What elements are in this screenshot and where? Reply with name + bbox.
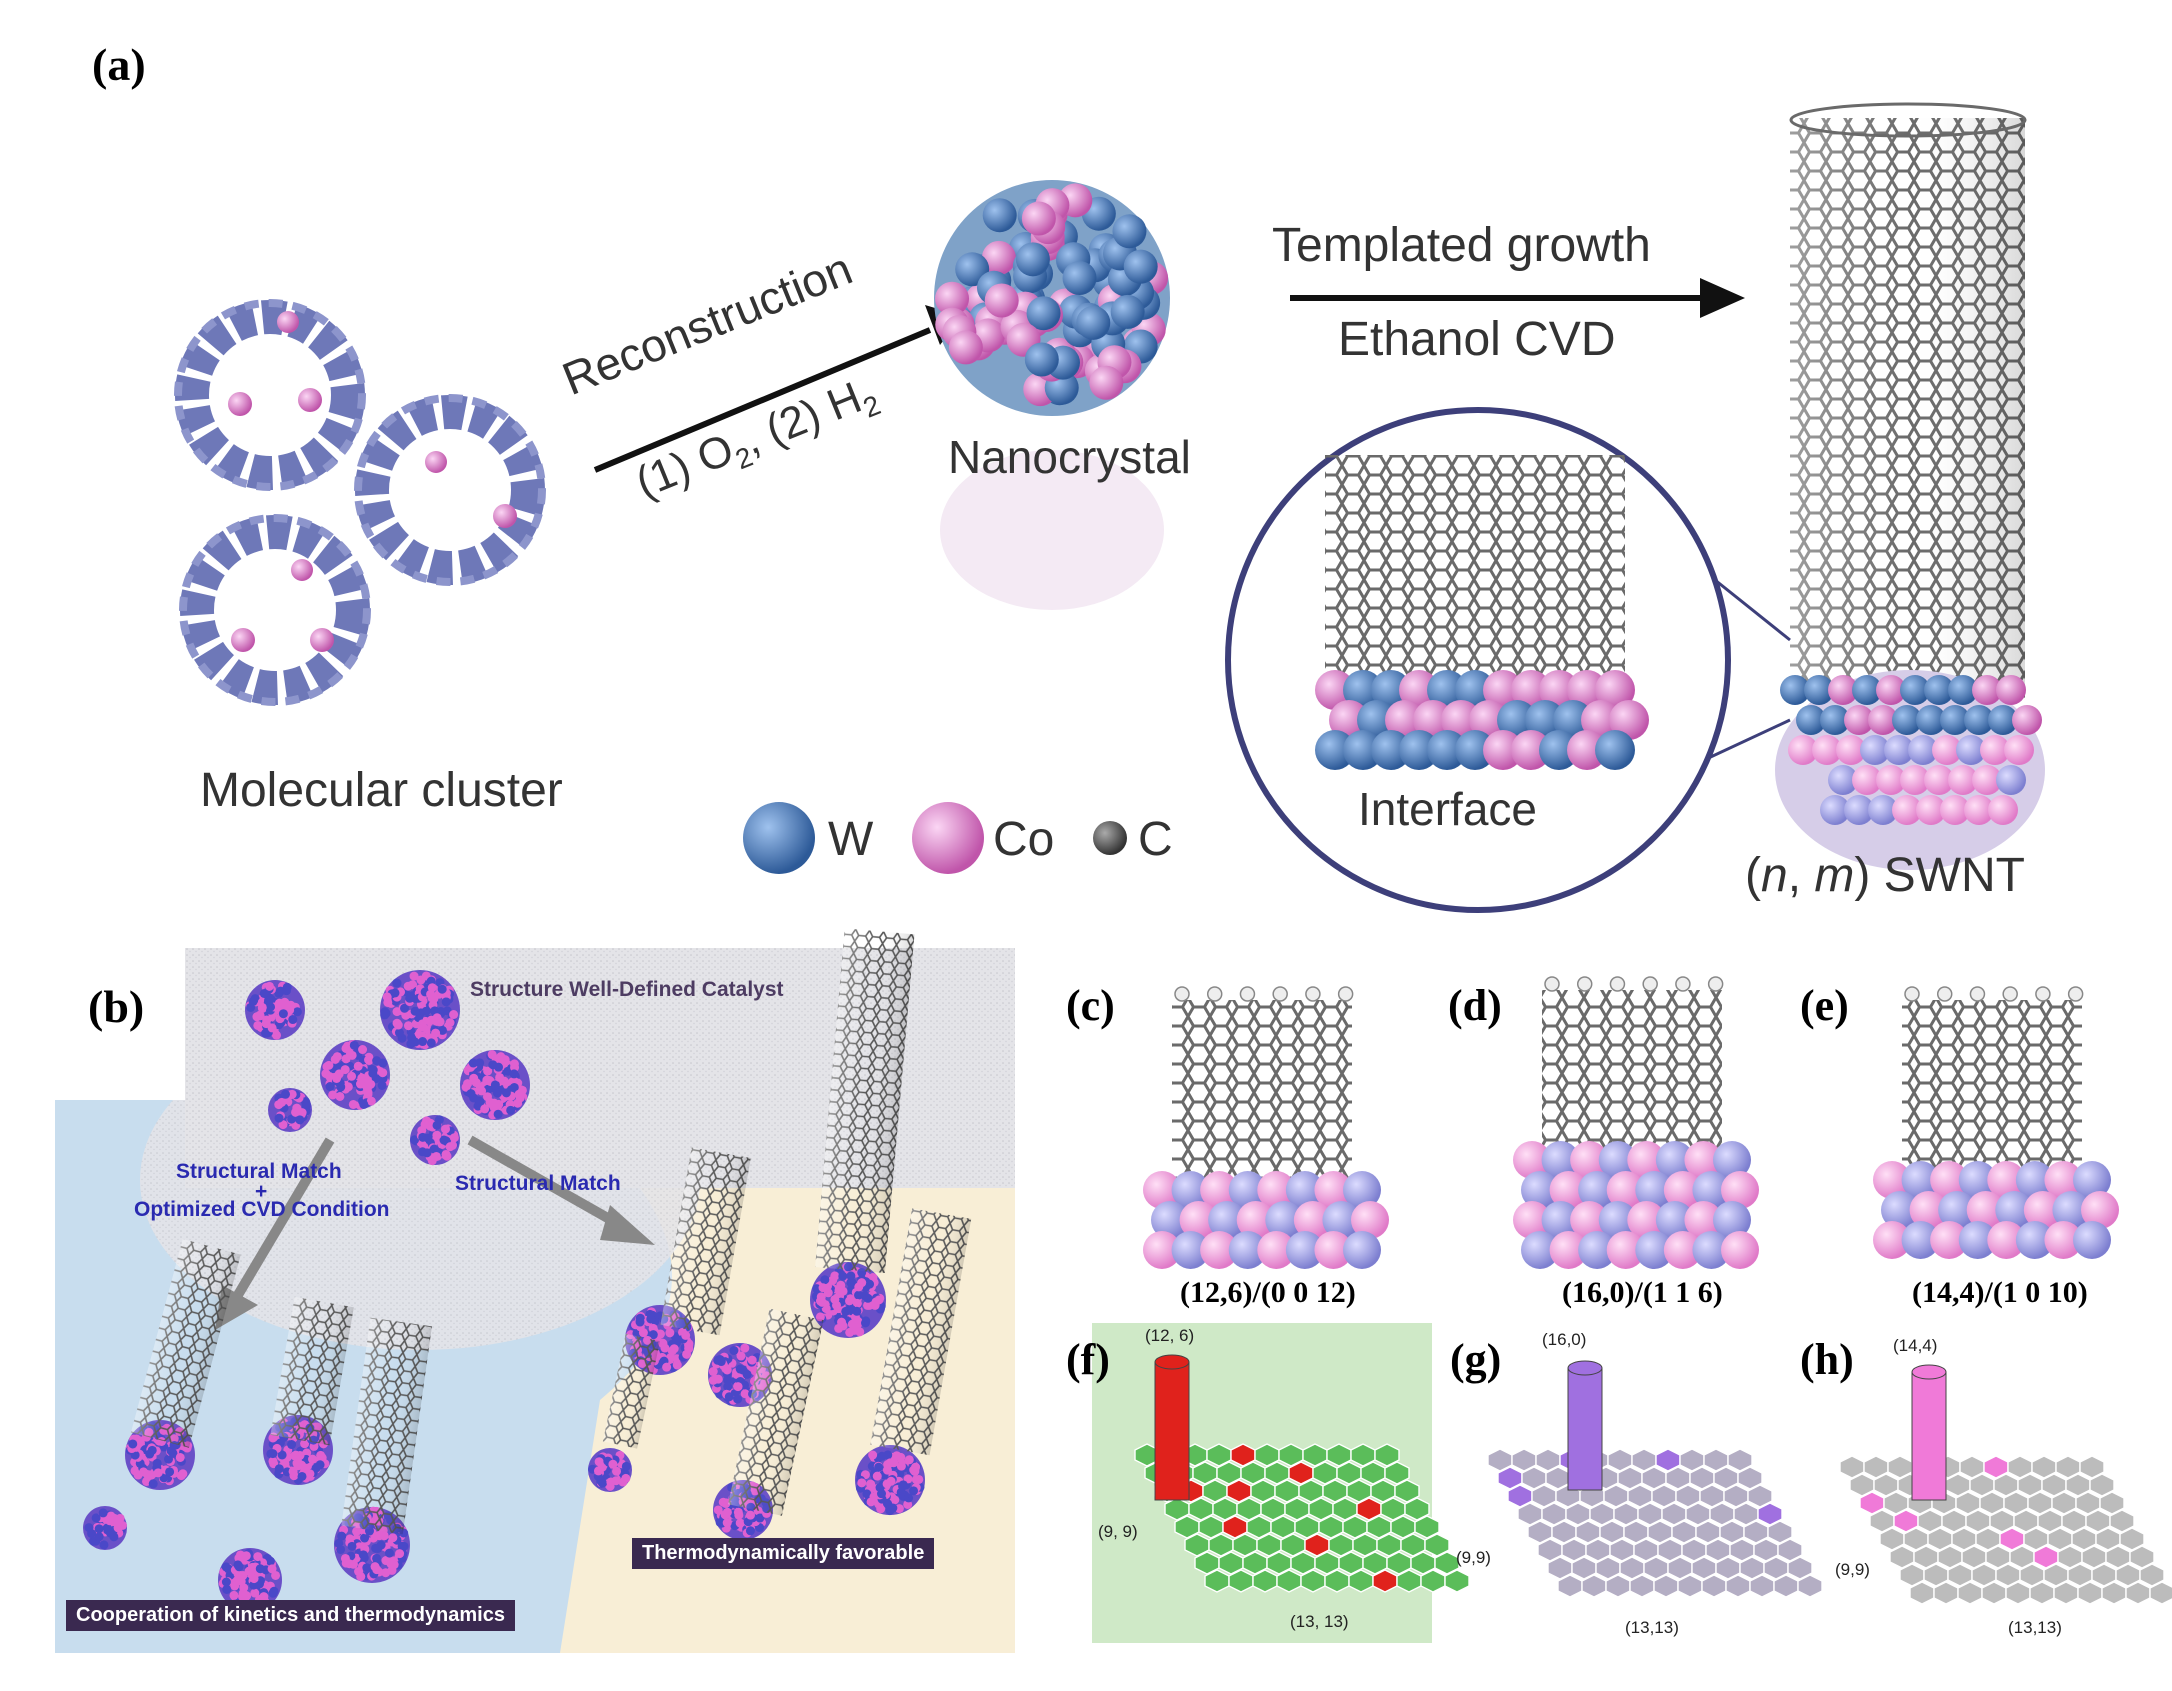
swnt-tube-tall: [1789, 102, 2027, 698]
panel-e-caption: (14,4)/(1 0 10): [1912, 1276, 2088, 1309]
panel-b-label: (b): [88, 981, 145, 1032]
legend-Co-sphere: [912, 802, 984, 874]
molecular-cluster-label: Molecular cluster: [200, 764, 563, 817]
panel-e-label: (e): [1800, 981, 1849, 1030]
legend-W-sphere: [743, 802, 815, 874]
molecular-cluster-2: [354, 394, 546, 586]
panel-g-bottom-label: (13,13): [1625, 1618, 1679, 1637]
panel-a-label: (a): [92, 39, 146, 90]
cde-tube-models: [1143, 976, 2119, 1269]
swnt-m: m: [1814, 849, 1855, 902]
panel-g-label: (g): [1450, 1335, 1502, 1384]
panel-f-peak-label: (12, 6): [1145, 1326, 1195, 1345]
swnt-comma: ,: [1787, 849, 1815, 902]
structural-match-left: Structural Match: [176, 1160, 342, 1183]
panel-g-peak-label: (16,0): [1542, 1330, 1587, 1349]
molecular-cluster-1: [174, 299, 366, 491]
structural-match-right: Structural Match: [455, 1172, 621, 1195]
optimized-cvd-condition: Optimized CVD Condition: [134, 1198, 390, 1221]
panel-d-label: (d): [1448, 981, 1502, 1030]
swnt-text: ) SWNT: [1854, 849, 2025, 902]
panel-d-caption: (16,0)/(1 1 6): [1562, 1276, 1723, 1309]
panel-b-title: Structure Well-Defined Catalyst: [470, 978, 784, 1001]
legend-W-label: W: [828, 813, 874, 866]
nanocrystal-sphere: [934, 180, 1170, 416]
nanocrystal-label: Nanocrystal: [948, 431, 1191, 483]
panel-g-left-label: (9,9): [1456, 1548, 1491, 1567]
templated-growth-arrow: [1290, 278, 1745, 318]
banner-kinetics-thermodynamics: Cooperation of kinetics and thermodynami…: [66, 1600, 515, 1631]
panel-f-bottom-label: (13, 13): [1290, 1612, 1349, 1631]
nanocrystal-reflection: [940, 450, 1164, 610]
panel-b-nanotubes: [131, 928, 972, 1535]
swnt-paren-open: (: [1745, 849, 1761, 902]
interface-zoom-circle: [1225, 407, 1791, 913]
panel-f-label: (f): [1066, 1335, 1110, 1384]
banner-thermodynamically-favorable: Thermodynamically favorable: [632, 1538, 935, 1569]
panel-f-left-label: (9, 9): [1098, 1522, 1138, 1541]
plus-sign: +: [255, 1180, 268, 1203]
panel-h-bottom-label: (13,13): [2008, 1618, 2062, 1637]
histogram-grids: [1134, 1354, 2172, 1605]
ethanol-cvd-label: Ethanol CVD: [1338, 313, 1616, 366]
legend-C-label: C: [1138, 813, 1173, 866]
panel-h-left-label: (9,9): [1835, 1560, 1870, 1579]
templated-growth-label: Templated growth: [1272, 219, 1651, 272]
swnt-n: n: [1760, 849, 1788, 902]
molecular-cluster-3: [179, 514, 371, 706]
swnt-label: (n, m) SWNT: [1745, 848, 2025, 903]
panel-c-caption: (12,6)/(0 0 12): [1180, 1276, 1356, 1309]
legend-Co-label: Co: [993, 813, 1055, 866]
interface-label: Interface: [1358, 783, 1537, 835]
panel-c-label: (c): [1066, 981, 1115, 1030]
panel-h-label: (h): [1800, 1335, 1854, 1384]
legend-C-sphere: [1093, 821, 1127, 855]
panel-h-peak-label: (14,4): [1893, 1336, 1938, 1355]
swnt-catalyst-bottom: [1775, 670, 2045, 870]
